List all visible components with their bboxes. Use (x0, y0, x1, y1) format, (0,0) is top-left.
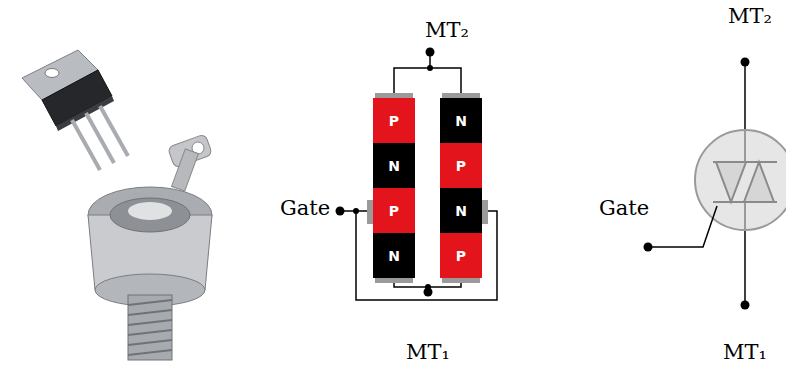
terminal-wire (394, 68, 461, 93)
terminal-dots (336, 48, 435, 297)
terminal-wire (394, 283, 461, 287)
terminal-label: Gate (599, 196, 649, 221)
layer-letter: P (389, 114, 399, 128)
triac-symbol (644, 58, 786, 310)
stud-package (88, 134, 213, 360)
semiconductor-layer: P (373, 188, 415, 233)
semiconductor-layer: P (440, 233, 482, 278)
terminal-label: MT₁ (723, 340, 767, 365)
metal-contacts (367, 93, 488, 283)
layer-letter: N (455, 114, 467, 128)
layer-letter: N (455, 204, 467, 218)
semiconductor-layer: N (373, 233, 415, 278)
layer-letter: P (456, 249, 466, 263)
terminal-label: MT₂ (425, 18, 469, 43)
semiconductor-layer: N (440, 98, 482, 143)
structure-wiring (341, 52, 430, 292)
layer-letter: P (389, 204, 399, 218)
semiconductor-layer: P (440, 143, 482, 188)
to220-package (22, 50, 128, 170)
terminal-label: MT₂ (728, 4, 772, 29)
semiconductor-layer: P (373, 98, 415, 143)
semiconductor-layer: N (440, 188, 482, 233)
semiconductor-layer: N (373, 143, 415, 188)
layer-letter: N (388, 249, 400, 263)
layer-letter: N (388, 159, 400, 173)
terminal-label: MT₁ (406, 340, 450, 365)
terminal-label: Gate (280, 196, 330, 221)
layer-letter: P (456, 159, 466, 173)
